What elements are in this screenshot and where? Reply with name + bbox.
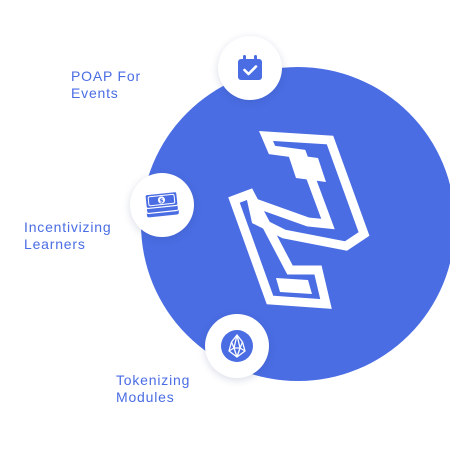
svg-text:$: $ xyxy=(159,197,164,204)
tokenizing-modules-node[interactable] xyxy=(205,314,269,378)
eos-token-icon xyxy=(221,330,253,362)
incentivizing-learners-node[interactable]: $ xyxy=(130,173,194,237)
money-stack-icon: $ xyxy=(144,190,180,218)
tokenizing-modules-label: Tokenizing Modules xyxy=(116,372,191,405)
poap-events-node[interactable] xyxy=(218,36,282,100)
poap-events-label: POAP For Events xyxy=(71,68,141,101)
hero-circle xyxy=(141,67,450,381)
n-logo-icon xyxy=(228,131,370,309)
incentivizing-learners-label: Incentivizing Learners xyxy=(24,219,112,252)
calendar-check-icon xyxy=(238,55,262,80)
